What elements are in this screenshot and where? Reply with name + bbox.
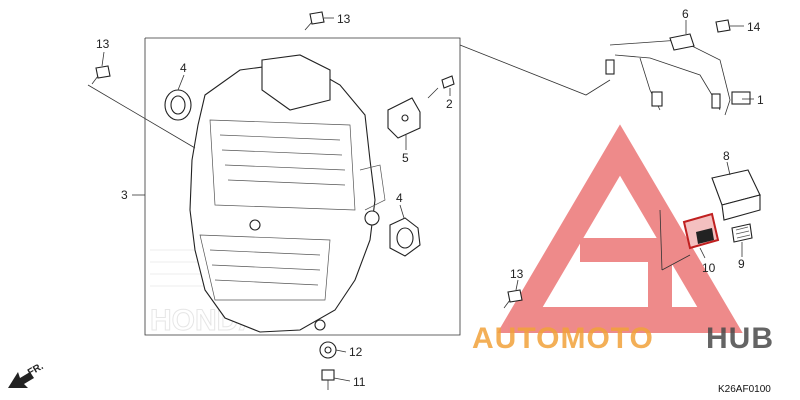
- wiring-harness: [605, 33, 751, 116]
- callout-13-bottom: 13: [510, 267, 524, 281]
- headlight-frame: [144, 37, 461, 336]
- relay-holder: [682, 212, 720, 250]
- watermark-brand: AUTOMOTO HUB: [472, 322, 774, 355]
- screw-13-bottom: [503, 289, 523, 309]
- callout-11: 11: [353, 375, 366, 389]
- headlight-unit: [189, 54, 386, 333]
- relay: [711, 169, 761, 221]
- callout-13-left: 13: [96, 37, 110, 51]
- screw-2: [427, 75, 455, 99]
- front-direction-arrow: FR.: [8, 361, 46, 388]
- socket-left: [164, 89, 192, 121]
- callout-12: 12: [349, 345, 363, 359]
- callout-4-left: 4: [180, 61, 187, 75]
- callout-8: 8: [723, 149, 730, 163]
- relay-rubber: [731, 223, 753, 243]
- watermark-logo: [497, 124, 743, 333]
- screw-14: [715, 19, 731, 33]
- watermark-brand-part2: HUB: [706, 322, 774, 355]
- bolt: [321, 369, 335, 390]
- callout-4-right: 4: [396, 191, 403, 205]
- callout-3: 3: [121, 188, 128, 202]
- bracket: [387, 97, 421, 139]
- figure-code: K26AF0100: [718, 384, 771, 395]
- leader-lines: [87, 17, 754, 382]
- callout-10: 10: [702, 261, 716, 275]
- callout-2: 2: [446, 97, 453, 111]
- washer: [319, 341, 337, 359]
- callout-9: 9: [738, 257, 745, 271]
- callout-14: 14: [747, 20, 761, 34]
- front-direction-label: FR.: [26, 361, 46, 379]
- socket-right: [389, 217, 421, 257]
- watermark-brand-part1: AUTOMOTO: [472, 322, 654, 355]
- screw-13-left: [91, 65, 111, 85]
- callout-6: 6: [682, 7, 689, 21]
- callout-5: 5: [402, 151, 409, 165]
- screw-13-top: [304, 11, 325, 31]
- callout-1: 1: [757, 93, 764, 107]
- callout-13-top: 13: [337, 12, 351, 26]
